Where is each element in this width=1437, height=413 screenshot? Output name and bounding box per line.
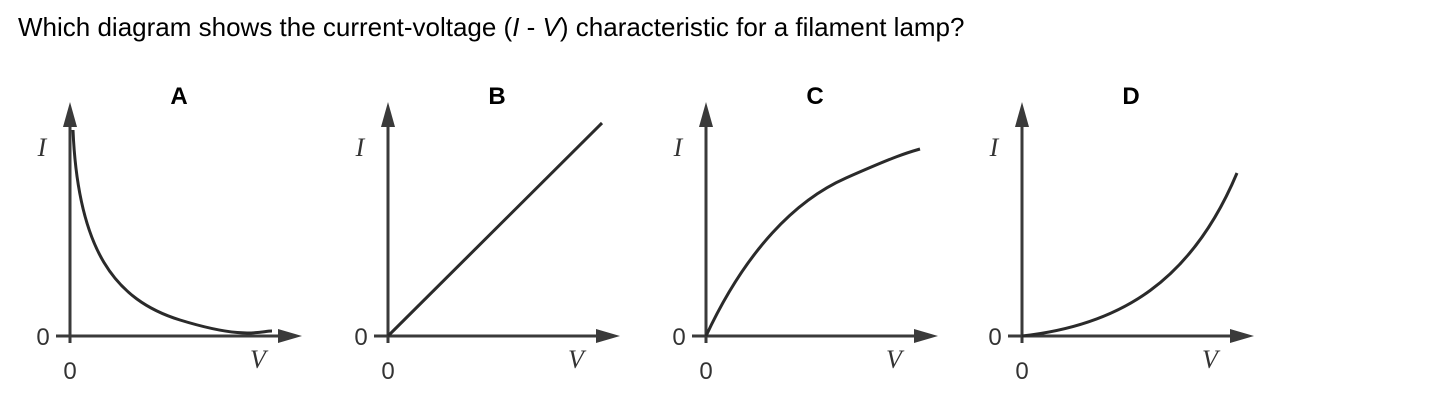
iv-curve — [704, 147, 921, 337]
y-axis-arrow-icon — [699, 102, 713, 127]
x-axis-arrow-icon — [278, 329, 302, 343]
y-origin-label: 0 — [672, 324, 685, 351]
y-axis-label: I — [355, 133, 366, 162]
voltage-variable: V — [542, 12, 560, 42]
panel-letter-label: A — [170, 83, 187, 110]
panel-a: A I V 00 — [36, 83, 302, 385]
y-origin-label: 0 — [36, 324, 49, 351]
panel-d: D I V 00 — [988, 83, 1254, 385]
x-axis-label: V — [568, 345, 587, 374]
y-axis-arrow-icon — [381, 102, 395, 127]
panel-letter-label: C — [806, 83, 823, 110]
y-axis-label: I — [673, 133, 684, 162]
x-axis-arrow-icon — [596, 329, 620, 343]
question-text: Which diagram shows the current-voltage … — [18, 9, 964, 45]
x-axis-label: V — [1202, 345, 1221, 374]
question-dash: - — [519, 12, 543, 42]
y-axis-arrow-icon — [1015, 102, 1029, 127]
y-axis-label: I — [37, 133, 48, 162]
x-axis-label: V — [250, 345, 269, 374]
iv-curve — [386, 121, 604, 338]
y-axis-label: I — [989, 133, 1000, 162]
current-variable: I — [512, 12, 520, 42]
x-axis-arrow-icon — [1230, 329, 1254, 343]
panel-letter-label: D — [1122, 83, 1139, 110]
x-origin-label: 0 — [1015, 358, 1028, 385]
x-axis-label: V — [886, 345, 905, 374]
y-axis-arrow-icon — [63, 102, 77, 127]
iv-curve — [71, 129, 273, 335]
y-origin-label: 0 — [354, 324, 367, 351]
panel-letter-label: B — [488, 83, 505, 110]
x-axis-arrow-icon — [914, 329, 938, 343]
panel-c: C I V 00 — [672, 83, 938, 385]
question-after: ) characteristic for a filament lamp? — [559, 12, 965, 42]
iv-curve — [1021, 172, 1239, 338]
y-origin-label: 0 — [988, 324, 1001, 351]
x-origin-label: 0 — [381, 358, 394, 385]
panel-b: B I V 00 — [354, 83, 620, 385]
x-origin-label: 0 — [63, 358, 76, 385]
x-origin-label: 0 — [699, 358, 712, 385]
question-before: Which diagram shows the current-voltage … — [18, 12, 513, 42]
